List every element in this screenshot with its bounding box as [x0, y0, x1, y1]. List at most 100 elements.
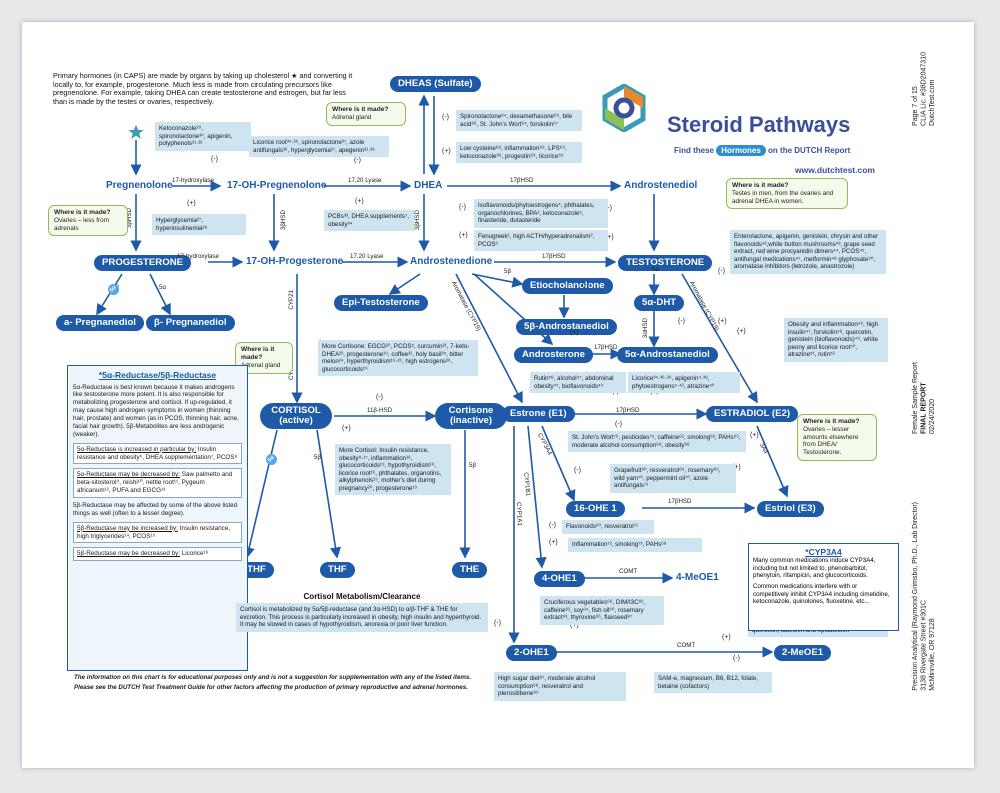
hormone-5b-androstanediol: 5β-Androstanediol	[516, 319, 617, 336]
hormone-progesterone: PROGESTERONE	[94, 255, 192, 272]
sign-minus: (-)	[459, 204, 466, 211]
enzyme-17bhsd: 17βHSD	[594, 344, 618, 351]
sign-plus: (+)	[570, 329, 579, 336]
reductase-title: *5α-Reductase/5β-Reductase	[98, 370, 217, 380]
hormone-pregnenolone: Pregnenolone	[106, 180, 173, 191]
site-url: DutchTest.com	[928, 79, 936, 126]
enzyme-5b: 5β	[314, 454, 322, 461]
sign-minus: (-)	[211, 156, 218, 163]
cholesterol-star-icon	[128, 124, 144, 139]
sign-plus: (+)	[570, 622, 579, 629]
report-sample: Female Sample Report	[912, 362, 919, 434]
enzyme-3bhsd: 3βHSD	[280, 210, 287, 231]
reductase-increase: 5α-Reductase is increased in particular …	[73, 442, 242, 465]
where-made-dheas: Where is it made? Adrenal gland	[326, 102, 406, 126]
hormone-the: THE	[452, 562, 488, 579]
enzyme-comt: COMT	[619, 568, 638, 575]
report-date: 02/24/2020	[928, 398, 936, 434]
where-made-testosterone: Where is it made? Testes in men, from th…	[726, 178, 848, 210]
hormone-testosterone: TESTOSTERONE	[618, 255, 713, 272]
hormone-cortisone: Cortisone (inactive)	[435, 403, 507, 430]
sign-minus: (-)	[582, 282, 589, 289]
cyp3a4-info-box: *CYP3A4 Many common medications induce C…	[748, 543, 899, 631]
reductase-decrease-body: Saw palmetto and beta-sitosterol⁹, reish…	[77, 471, 233, 495]
logo-sub-before: Find these	[674, 146, 715, 155]
hormone-androstenedione: Androstenedione	[410, 256, 493, 267]
hormone-4-meoe1: 4-MeOE1	[676, 572, 719, 583]
enzyme-cyp21: CYP21	[288, 290, 295, 310]
logo-title: Steroid Pathways	[667, 112, 851, 137]
box-obesity-inflammation: Obesity and inflammation⁴⁶, high insulin…	[784, 318, 888, 362]
reductase-b-decrease: 5β-Reductase may be decreased by: Licori…	[73, 547, 242, 562]
cyp3a4-para-2: Common medications interfere with or com…	[753, 583, 890, 606]
hormone-b-pregnanediol: β- Pregnanediol	[146, 315, 235, 332]
hormone-androstenediol: Androstenediol	[624, 180, 698, 191]
box-licorice-apigenin: Licorice³⁴·³⁶·³⁹, apigenin⁴·³⁸, phytoest…	[628, 372, 740, 394]
box-fenugreek: Fenugreek¹, high ACTH/hyperadrenalism², …	[474, 230, 608, 252]
enzyme-17-20-lyase: 17,20 Lyase	[348, 177, 382, 184]
page-number: Page 7 of 15	[912, 86, 919, 126]
box-same-cofactors: SAM-e, magnesium, B6, B12, folate, betai…	[654, 672, 772, 694]
box-st-johns-wort: St. John's Wort⁷⁶, pesticides⁷⁵, caffein…	[568, 431, 746, 453]
sign-plus: (+)	[355, 198, 364, 205]
enzyme-5a: 5α	[159, 284, 167, 291]
enzyme-17bhsd: 17βHSD	[510, 177, 534, 184]
hormone-estrone: Estrone (E1)	[502, 406, 575, 423]
dutch-logo-icon	[602, 84, 646, 132]
hormone-estradiol: ESTRADIOL (E2)	[706, 406, 799, 423]
report-page: Primary hormones (in CAPS) are made by o…	[22, 22, 974, 768]
box-spironolactone: Spironolactone⁶⁴, dexamethasone⁶⁵, bile …	[456, 110, 582, 132]
clia-license: CLIA Lic. #38D2047310	[920, 52, 928, 126]
enzyme-17bhsd: 17βHSD	[616, 407, 640, 414]
reductase-b-decrease-body: Licorice¹⁶	[180, 550, 209, 558]
where-made-title: Where is it made?	[732, 182, 789, 189]
logo-url[interactable]: www.dutchtest.com	[795, 165, 875, 175]
cortisol-metabolism-body: Cortisol is metabolized by 5α/5β-reducta…	[236, 603, 488, 632]
where-made-estradiol: Where is it made? Ovaries – lesser amoun…	[797, 414, 877, 461]
hormone-5a-dht: 5α-DHT	[634, 295, 685, 312]
reductase-b-increase: 5β-Reductase may be increased by: Insuli…	[73, 521, 242, 544]
reductase-info-box: *5α-Reductase/5β-Reductase 5α-Reductase …	[67, 365, 248, 671]
hormone-dhea: DHEA	[414, 180, 443, 191]
enzyme-17-hydroxylase: 17-hydroxylase	[177, 253, 219, 260]
hormone-thf: THF	[320, 562, 355, 579]
reductase-b-increase-body: Insulin resistance, high triglycerides¹⁴…	[77, 524, 231, 540]
hormone-etiocholanolone: Etiocholanolone	[522, 278, 613, 295]
hormone-estriol: Estriol (E3)	[757, 501, 824, 518]
sign-minus: (+)	[722, 634, 731, 641]
sign-plus: (+)	[459, 232, 468, 239]
cyp3a4-title: *CYP3A4	[805, 547, 842, 557]
box-low-cysteine: Low cysteine⁶⁸, inflammation⁶⁹, LPS⁶⁹, k…	[456, 142, 582, 164]
sign-plus: (+)	[187, 200, 196, 207]
sign-plus: (+)	[442, 148, 451, 155]
box-isoflavonoids: Isoflavonoids/phytoestrogens⁴, phthalate…	[474, 199, 608, 228]
where-made-body: Testes in men, from the ovaries and adre…	[732, 189, 834, 205]
enzyme-17bhsd: 17βHSD	[668, 498, 692, 505]
box-high-sugar: High sugar diet⁶⁷, moderate alcohol cons…	[494, 672, 626, 701]
footer-guide-note: Please see the DUTCH Test Treatment Guid…	[74, 684, 468, 691]
enzyme-cyp1a1: CYP1A1	[515, 502, 523, 526]
enzyme-3ahsd: 3αHSD	[642, 318, 649, 339]
hormone-4-ohe1: 4-OHE1	[534, 571, 585, 588]
where-made-progesterone: Where is it made? Ovaries – less from ad…	[48, 205, 128, 237]
cyp3a4-para: Many common medications induce CYP3A4, i…	[753, 557, 876, 580]
enzyme-17-20-lyase: 17,20 Lyase	[350, 253, 384, 260]
intro-text: Primary hormones (in CAPS) are made by o…	[53, 71, 353, 106]
logo-sub-after: on the DUTCH Report	[768, 146, 851, 155]
where-made-body: Ovaries – lesser amounts elsewhere from …	[803, 425, 859, 456]
sign-minus: (-)	[354, 157, 361, 164]
box-licorice-root: Licorice root³⁴·³⁵, spironolactone³⁷, az…	[249, 136, 389, 158]
report-final: FINAL REPORT	[920, 382, 928, 434]
where-made-body: Ovaries – less from adrenals	[54, 216, 110, 232]
sign-minus: (-)	[549, 522, 556, 529]
logo-subtitle: Find these Hormones on the DUTCH Report	[674, 145, 851, 156]
hormone-epi-testosterone: Epi-Testosterone	[334, 295, 428, 312]
enzyme-17bhsd: 17βHSD	[542, 253, 566, 260]
enzyme-11b-hsd: 11β-HSD	[367, 407, 393, 414]
box-hyperglycemia: Hyperglycemia²⁷, hyperinsulinemia²⁸	[152, 214, 246, 236]
sign-plus: (+)	[549, 539, 558, 546]
sign-minus: (+)	[342, 425, 351, 432]
box-more-cortisone: More Cortisone: EGCG²⁰, PCOS⁵, curcumin²…	[318, 340, 478, 377]
hormone-17oh-progesterone: 17-OH-Progesterone	[246, 256, 344, 267]
sign-minus: (-)	[605, 205, 612, 212]
